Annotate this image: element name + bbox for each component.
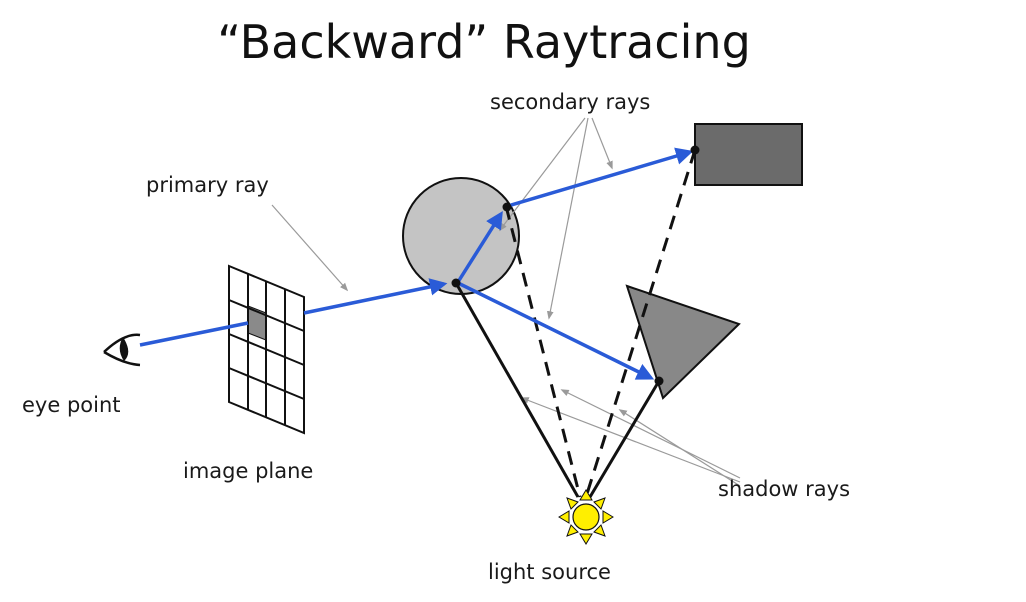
image-plane-label: image plane: [183, 459, 313, 483]
box-object: [694, 123, 803, 186]
intersection-points: [451, 145, 700, 386]
eye-to-pixel-ray: [139, 321, 249, 347]
eye-point-label: eye point: [22, 393, 121, 417]
primary-ray-label: primary ray: [146, 173, 269, 197]
image-plane-grid: [228, 264, 305, 435]
primary-ray: [303, 278, 448, 315]
triangle-object: [625, 284, 741, 400]
eye-icon: [103, 333, 141, 367]
secondary-rays-label: secondary rays: [490, 90, 650, 114]
shadow-rays-solid: [454, 282, 661, 498]
shadow-rays-dashed: [504, 149, 697, 498]
secondary-ray-to-triangle: [457, 281, 655, 380]
sun-icon: [558, 489, 614, 545]
rays: [139, 147, 694, 380]
shadow-rays-label: shadow rays: [718, 477, 850, 501]
light-source-label: light source: [488, 560, 611, 584]
secondary-ray-reflection-up: [456, 211, 503, 283]
diagram-title: “Backward” Raytracing: [217, 15, 751, 69]
secondary-ray-to-box: [507, 147, 694, 208]
